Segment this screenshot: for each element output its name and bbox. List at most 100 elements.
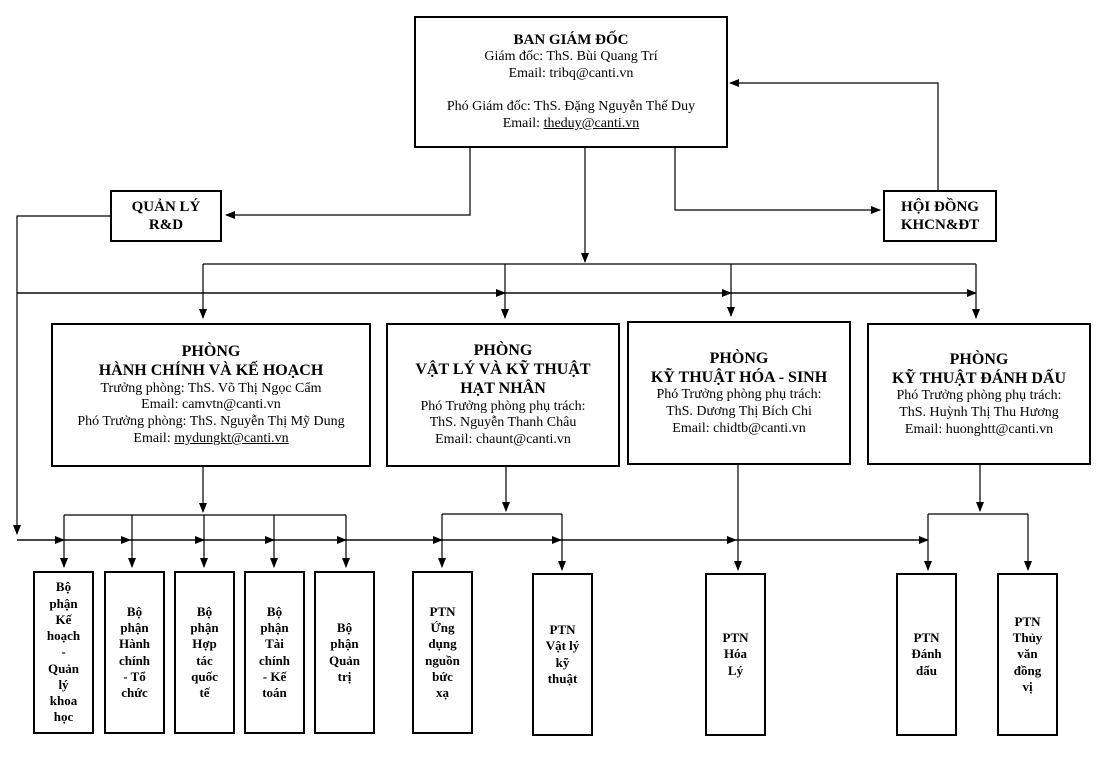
quan-ly-line2: R&D: [148, 217, 184, 233]
unit-label-line: hoạch: [46, 628, 81, 644]
unit-label-line: Quản: [328, 652, 361, 668]
unit-label-line: phận: [190, 620, 219, 635]
unit-label-line: tế: [199, 685, 210, 700]
unit-label-line: Đánh: [911, 646, 942, 662]
dept-1-info: Email: camvtn@canti.vn: [141, 397, 281, 413]
unit-label-line: PTN: [722, 630, 749, 646]
unit-label-line: Hóa: [723, 646, 748, 662]
unit-label-line: Thủy: [1012, 630, 1043, 646]
dept-vat-ly-box: PHÒNG VẬT LÝ VÀ KỸ THUẬT HẠT NHÂN Phó Tr…: [386, 323, 620, 467]
dept-4-line1: PHÒNG: [949, 350, 1009, 368]
hoi-dong-box: HỘI ĐỒNG KHCN&ĐT: [883, 190, 997, 242]
unit-label-line: vị: [1022, 678, 1033, 694]
unit-label-line: xạ: [436, 685, 449, 700]
ban-giam-doc-box: BAN GIÁM ĐỐC Giám đốc: ThS. Bùi Quang Tr…: [414, 16, 728, 148]
dept-hanh-chinh-box: PHÒNG HÀNH CHÍNH VÀ KẾ HOẠCH Trưởng phòn…: [51, 323, 371, 467]
dept-1-line1: PHÒNG: [181, 343, 241, 361]
quan-ly-line1: QUẢN LÝ: [131, 199, 201, 215]
dept-1-line2: HÀNH CHÍNH VÀ KẾ HOẠCH: [98, 362, 324, 380]
dept-2-info: ThS. Nguyễn Thanh Châu: [429, 415, 577, 431]
dept-2-line1: PHÒNG: [473, 342, 533, 360]
unit-label-line: - Tổ: [123, 668, 146, 684]
dept-1-info: Trưởng phòng: ThS. Võ Thị Ngọc Cẩm: [100, 380, 322, 396]
quan-ly-rd-box: QUẢN LÝ R&D: [110, 190, 222, 242]
unit-label-line: phận: [330, 636, 359, 652]
dept-2-info: Email: chaunt@canti.vn: [435, 432, 571, 448]
unit-label-line: Vật lý: [545, 638, 580, 654]
unit-label-line: kỹ: [555, 654, 570, 670]
unit-label-line: đồng: [1013, 662, 1042, 678]
deputy: Phó Giám đốc: ThS. Đặng Nguyễn Thế Duy: [446, 99, 696, 114]
unit-label-line: nguồn: [425, 652, 460, 668]
unit-label-line: Bộ: [196, 603, 213, 619]
dept-4-info: Phó Trưởng phòng phụ trách:: [896, 387, 1062, 403]
dept-2-line2: VẬT LÝ VÀ KỸ THUẬT: [415, 361, 591, 379]
unit-label-line: Bộ: [266, 603, 283, 619]
unit-label-line: phận: [49, 595, 78, 611]
unit-label-line: Bộ: [55, 579, 72, 595]
unit-label-line: Quản: [47, 660, 80, 676]
deputy-email-link[interactable]: theduy@canti.vn: [543, 115, 640, 131]
dept-3-info: ThS. Dương Thị Bích Chi: [666, 403, 812, 419]
dept-2-line3: HẠT NHÂN: [460, 380, 546, 398]
unit-label-line: -: [61, 644, 66, 660]
unit-label-line: bức: [432, 668, 453, 684]
dept-2-info: Phó Trưởng phòng phụ trách:: [420, 398, 586, 414]
unit-label-line: Kế: [55, 611, 72, 627]
unit-label-line: phận: [120, 620, 149, 635]
dept-1-email-row: Email: mydungkt@canti.vn: [133, 431, 288, 448]
dept-danh-dau-box: PHÒNG KỸ THUẬT ĐÁNH DẤU Phó Trưởng phòng…: [867, 323, 1091, 465]
unit-label-line: tác: [196, 652, 213, 668]
dept-1-email-prefix: Email:: [133, 430, 175, 446]
unit-label-line: Tài: [265, 636, 284, 652]
unit-label-line: phận: [260, 620, 289, 635]
dept-1-email-link[interactable]: mydungkt@canti.vn: [174, 430, 289, 446]
unit-label-line: học: [53, 709, 74, 725]
unit-label-line: Hành: [118, 636, 151, 652]
unit-label-line: văn: [1017, 646, 1038, 662]
unit-label-line: chính: [258, 652, 291, 668]
dept-3-info: Phó Trưởng phòng phụ trách:: [656, 386, 822, 402]
unit-label-line: - Kế: [262, 668, 287, 684]
unit-label-line: PTN: [1014, 613, 1041, 629]
deputy-email-row: Email: theduy@canti.vn: [503, 116, 640, 133]
unit-label-line: chức: [121, 685, 148, 700]
unit-label-line: toán: [262, 685, 287, 700]
ban-giam-doc-title: BAN GIÁM ĐỐC: [513, 32, 629, 49]
dept-3-line2: KỸ THUẬT HÓA - SINH: [650, 368, 828, 386]
hoi-dong-line1: HỘI ĐỒNG: [901, 199, 979, 215]
hoi-dong-line2: KHCN&ĐT: [900, 217, 980, 233]
deputy-email-prefix: Email:: [502, 115, 544, 131]
unit-label-line: Ứng: [430, 620, 455, 635]
unit-label-line: dụng: [428, 636, 457, 652]
unit-label-line: PTN: [913, 630, 940, 646]
dept-3-line1: PHÒNG: [709, 349, 769, 367]
dept-4-line2: KỸ THUẬT ĐÁNH DẤU: [891, 369, 1067, 387]
unit-label-line: thuật: [547, 670, 578, 686]
unit-label-line: lý: [58, 676, 69, 692]
unit-label-line: Lý: [727, 662, 744, 678]
unit-label-line: dấu: [916, 662, 937, 678]
director-email: Email: tribq@canti.vn: [508, 66, 634, 82]
dept-1-info: Phó Trưởng phòng: ThS. Nguyễn Thị Mỹ Dun…: [77, 414, 345, 430]
unit-label-line: Hợp: [192, 636, 217, 652]
unit-label-line: quốc: [191, 668, 218, 684]
dept-4-info: Email: huonghtt@canti.vn: [904, 421, 1054, 437]
dept-4-info: ThS. Huỳnh Thị Thu Hương: [899, 404, 1059, 420]
unit-label-line: PTN: [429, 603, 456, 619]
unit-label-line: chính: [118, 652, 151, 668]
dept-3-info: Email: chidtb@canti.vn: [672, 420, 806, 436]
director: Giám đốc: ThS. Bùi Quang Trí: [484, 49, 658, 65]
unit-label-line: Bộ: [126, 603, 143, 619]
unit-label-line: Bộ: [336, 620, 353, 635]
